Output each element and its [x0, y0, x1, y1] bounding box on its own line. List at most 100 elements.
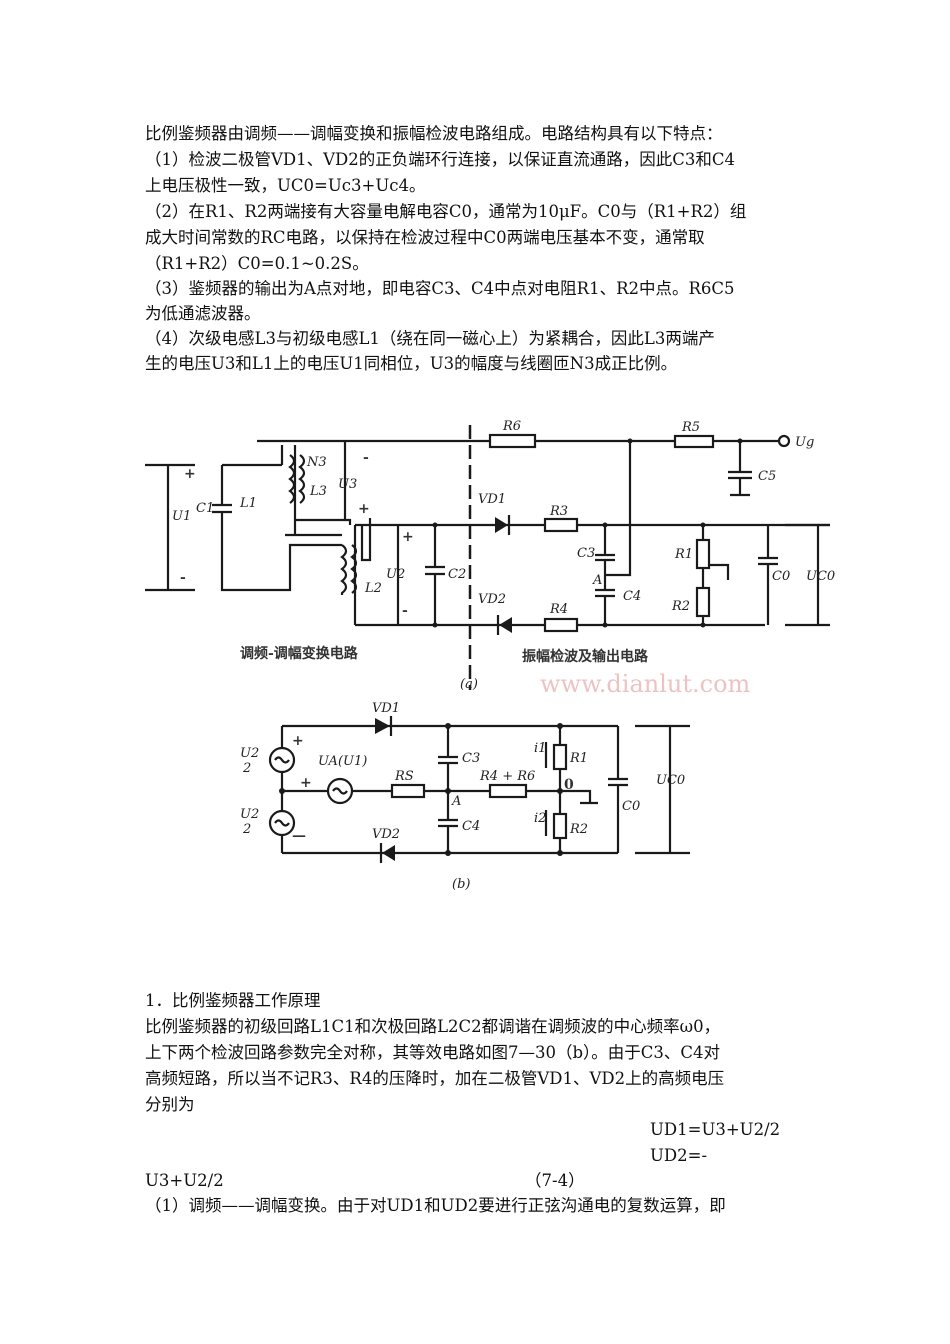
circuit-element: [145, 463, 195, 592]
circuit-element: [695, 586, 711, 618]
section-heading: 1．比例鉴频器工作原理: [145, 991, 321, 1010]
intro-line: 生的电压U3和L1上的电压U1同相位，U3的幅度与线圈匝N3成正比例。: [145, 354, 678, 373]
intro-line: （3）鉴频器的输出为A点对地，即电容C3、C4中点对电阻R1、R2中点。R6C5: [145, 279, 735, 298]
equation-ud1: UD1=U3+U2/2: [650, 1120, 781, 1139]
circuit-element: [673, 434, 715, 449]
circuit-element: [445, 723, 451, 729]
circuit-label: RS: [394, 769, 414, 784]
section-line: 比例鉴频器的初级回路L1C1和次极回路L2C2都调谐在调频波的中心频率ω0，: [145, 1017, 721, 1036]
circuit-label: R1: [569, 751, 588, 766]
intro-line: （4）次级电感L3与初级电感L1（绕在同一磁心上）为紧耦合，因此L3两端产: [145, 329, 715, 348]
circuit-label: VD2: [478, 592, 506, 607]
circuit-label: +: [358, 501, 370, 517]
circuit-element: [445, 850, 451, 856]
circuit-label: C4: [462, 819, 480, 834]
circuit-label: +: [402, 529, 414, 545]
circuit-element: [608, 726, 628, 853]
circuit-label: U1: [172, 509, 191, 524]
intro-line: （R1+R2）C0=0.1~0.2S。: [145, 254, 369, 273]
circuit-label: C4: [623, 589, 641, 604]
circuit-label: R3: [549, 504, 568, 519]
circuit-label: A: [592, 573, 602, 588]
circuit-element: [602, 622, 608, 628]
circuit-label: VD2: [372, 827, 400, 842]
circuit-label: 调频-调幅变换电路: [240, 645, 359, 662]
circuit-label: 振幅检波及输出电路: [522, 648, 649, 665]
circuit-element: [758, 525, 778, 625]
circuit-label: U2: [240, 807, 259, 822]
circuit-element: [445, 788, 451, 794]
circuit-label: Ug: [795, 435, 814, 450]
section-line: 高频短路，所以当不记R3、R4的压降时，加在二极管VD1、VD2上的高频电压: [145, 1069, 725, 1088]
circuit-label: UC0: [656, 773, 685, 788]
circuit-label: i2: [534, 811, 546, 826]
section-line: 上下两个检波回路参数完全对称，其等效电路如图7—30（b）。由于C3、C4对: [145, 1043, 721, 1062]
circuit-label: VD1: [372, 701, 400, 716]
circuit-element: [353, 518, 372, 625]
equation-ud2: UD2=-: [650, 1146, 708, 1165]
intro-line: （2）在R1、R2两端接有大容量电解电容C0，通常为10μF。C0与（R1+R2…: [145, 202, 747, 221]
circuit-label: U2: [386, 567, 405, 582]
circuit-element: [274, 756, 290, 827]
intro-line: 成大时间常数的RC电路，以保持在检波过程中C0两端电压基本不变，通常取: [145, 228, 705, 247]
section-line: 分别为: [145, 1095, 195, 1114]
circuit-element: [340, 544, 348, 595]
circuit-label: UA(U1): [318, 754, 367, 769]
circuit-label: L1: [239, 496, 257, 511]
circuit-element: [212, 463, 342, 592]
circuit-label: +: [300, 775, 312, 791]
circuit-label: R4: [549, 602, 568, 617]
circuit-element: [543, 517, 579, 533]
circuit-label: www.dianlut.com: [540, 670, 751, 698]
circuit-label: L2: [364, 581, 382, 596]
circuit-element: [425, 525, 445, 625]
circuit-element: [495, 517, 508, 533]
circuit-element: [695, 538, 711, 570]
intro-line: （1）检波二极管VD1、VD2的正负端环行连接，以保证直流通路，因此C3和C4: [145, 150, 736, 169]
circuit-element: [499, 617, 512, 633]
circuit-label: C0: [772, 569, 790, 584]
circuit-element: [557, 850, 563, 856]
circuit-label: 2: [242, 822, 251, 837]
circuit-label: VD1: [478, 492, 506, 507]
circuit-label: +: [184, 466, 196, 482]
circuit-label: +: [292, 733, 304, 749]
circuit-label: i1: [534, 741, 546, 756]
circuit-element: [382, 845, 395, 861]
circuit-label: R6: [502, 419, 521, 434]
circuit-element: [288, 454, 296, 504]
circuit-label: C1: [196, 501, 214, 516]
circuit-element: [552, 743, 568, 771]
equation-number: （7-4）: [525, 1171, 585, 1190]
circuit-label: 0: [564, 777, 574, 793]
circuit-element: [700, 622, 706, 628]
circuit-label: A: [451, 794, 461, 809]
circuit-element: [785, 523, 830, 627]
circuit-label: (a): [460, 677, 478, 692]
circuit-element: [557, 723, 563, 729]
circuit-label: R1: [674, 547, 693, 562]
circuit-label: C0: [622, 799, 640, 814]
circuit-element: [432, 522, 438, 528]
circuit-element: [552, 812, 568, 840]
circuit-element: [432, 622, 438, 628]
circuit-element: [557, 788, 563, 794]
circuit-element: [488, 433, 537, 449]
circuit-label: -: [363, 450, 369, 466]
circuit-label: 2: [242, 761, 251, 776]
circuit-element: [700, 522, 706, 528]
circuit-label: R2: [671, 599, 690, 614]
circuit-label: L3: [309, 484, 327, 499]
circuit-label: U2: [240, 746, 259, 761]
circuit-label: C2: [448, 567, 466, 582]
circuit-element: [728, 441, 752, 497]
circuit-element: [737, 438, 743, 444]
circuit-element: [257, 439, 630, 537]
circuit-element: [602, 522, 608, 528]
circuit-label: C5: [758, 469, 776, 484]
circuit-element: [488, 783, 528, 799]
equation-ud2-cont: U3+U2/2: [145, 1171, 224, 1190]
circuit-label: N3: [306, 455, 327, 470]
circuit-label: —: [292, 828, 306, 844]
